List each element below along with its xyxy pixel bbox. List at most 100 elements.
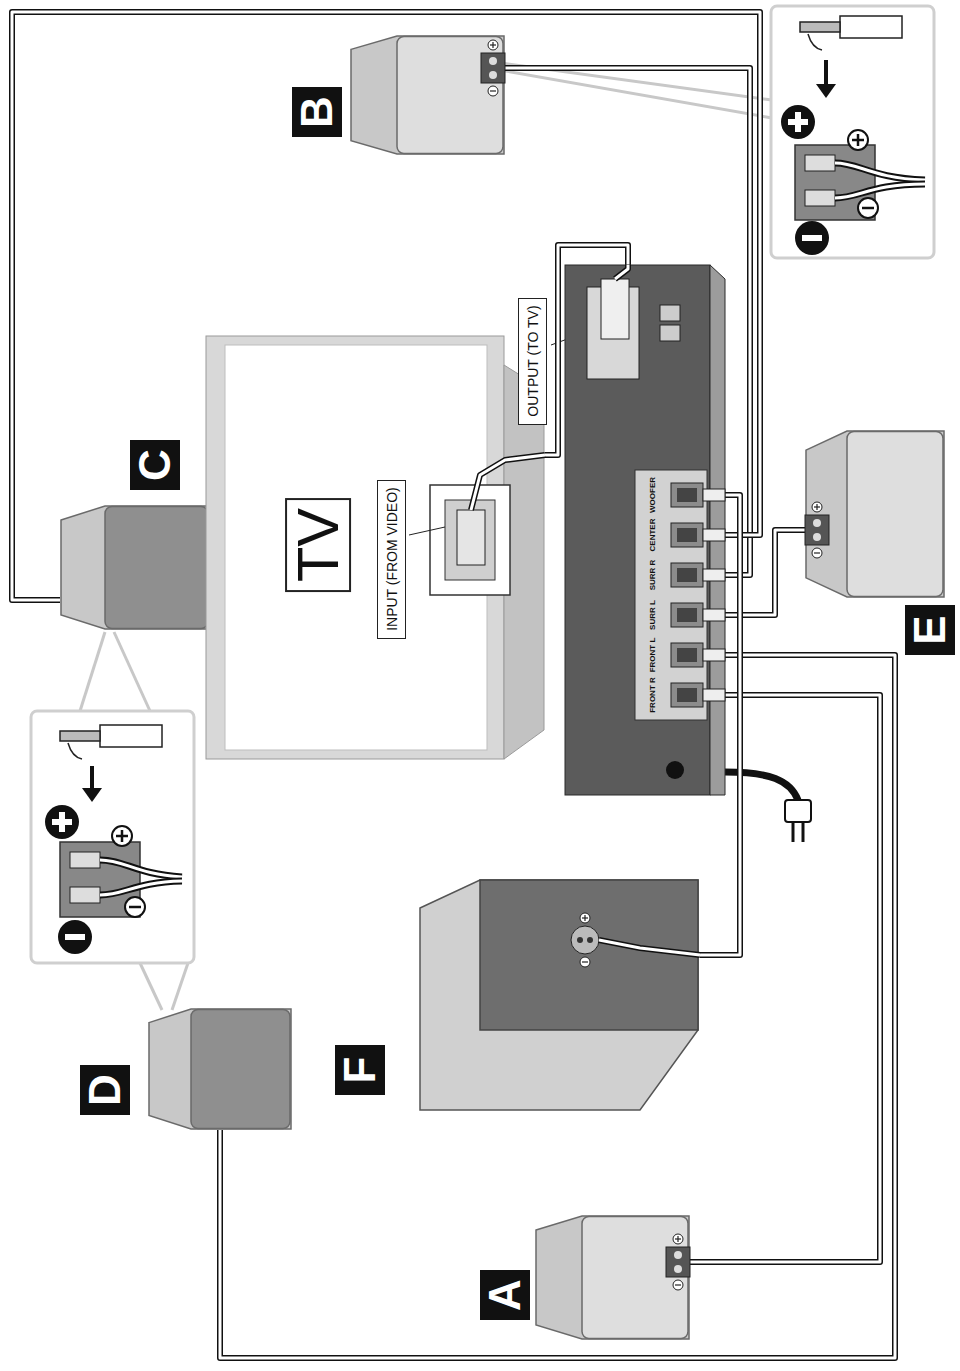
speaker-cable bbox=[100, 881, 182, 895]
terminal-slot bbox=[805, 190, 835, 206]
scart-cable bbox=[615, 265, 628, 279]
speaker-wire bbox=[599, 940, 700, 955]
minus-symbol bbox=[795, 221, 829, 255]
tv-set: TV INPUT (FROM VIDEO) bbox=[205, 335, 545, 760]
minus-mark bbox=[812, 548, 822, 558]
power-plug bbox=[785, 800, 811, 822]
scart-plug bbox=[457, 510, 485, 565]
down-arrow-head bbox=[816, 84, 836, 98]
callout-frame bbox=[771, 6, 934, 258]
plus-mark bbox=[812, 502, 822, 512]
speaker-drawing bbox=[60, 505, 210, 630]
antenna-terminal bbox=[660, 305, 680, 321]
minus-symbol bbox=[58, 920, 92, 954]
text-holder: TV bbox=[285, 498, 351, 592]
terminal-label: SURR L bbox=[649, 600, 657, 630]
speaker-terminal bbox=[677, 488, 697, 502]
receiver-drawing bbox=[565, 265, 725, 795]
terminal-plate bbox=[805, 515, 829, 545]
callout-leader bbox=[172, 963, 188, 1010]
terminal-socket bbox=[813, 519, 821, 527]
plus-symbol bbox=[121, 830, 124, 842]
plus-mark bbox=[488, 40, 498, 50]
terminal-socket bbox=[674, 1265, 682, 1273]
minus-mark bbox=[675, 1284, 681, 1285]
speaker-side bbox=[149, 1009, 291, 1129]
antenna-terminal bbox=[660, 325, 680, 341]
wire-outline bbox=[220, 655, 895, 1358]
minus-mark bbox=[814, 552, 820, 553]
subwoofer-body bbox=[420, 880, 698, 1110]
cable-insulation bbox=[840, 16, 902, 38]
minus-mark bbox=[490, 90, 496, 91]
scart-panel bbox=[430, 485, 510, 595]
speaker-cable bbox=[835, 163, 925, 180]
terminal-socket bbox=[577, 937, 583, 943]
down-arrow-head bbox=[82, 788, 102, 802]
scart-socket bbox=[445, 500, 495, 580]
terminal-slot bbox=[805, 155, 835, 171]
text-holder: FRONT R bbox=[649, 677, 657, 713]
callout-box: INPUT (FROM VIDEO) bbox=[377, 480, 405, 640]
terminal-label: FRONT R bbox=[649, 677, 657, 713]
terminal-socket bbox=[587, 937, 593, 943]
plus-symbol bbox=[112, 826, 132, 846]
speaker-cable bbox=[100, 860, 182, 877]
speaker-terminal bbox=[671, 643, 703, 667]
power-socket bbox=[666, 761, 684, 779]
minus-symbol bbox=[802, 235, 822, 241]
surround-left-speaker: E bbox=[805, 430, 945, 598]
callout-label: INPUT (FROM VIDEO) bbox=[383, 488, 399, 632]
minus-mark bbox=[582, 961, 588, 962]
text-holder: WOOFER bbox=[649, 477, 657, 513]
speaker-cable bbox=[100, 881, 182, 895]
speaker-side bbox=[806, 431, 944, 597]
wire-plug bbox=[703, 649, 725, 661]
wire-plug bbox=[703, 569, 725, 581]
minus-symbol bbox=[862, 207, 874, 210]
plus-mark bbox=[677, 1236, 678, 1242]
scart-cable bbox=[471, 455, 545, 510]
wire-plug bbox=[703, 609, 725, 621]
front-left-speaker: D bbox=[148, 1008, 292, 1130]
text-holder: F bbox=[335, 1045, 385, 1095]
text-holder: INPUT (FROM VIDEO) bbox=[383, 488, 399, 632]
plus-symbol bbox=[857, 134, 860, 146]
speaker-terminal bbox=[677, 648, 697, 662]
speaker-drawing bbox=[535, 1215, 690, 1340]
callout-leader bbox=[80, 632, 105, 711]
terminal-slot bbox=[70, 887, 100, 903]
subwoofer-front bbox=[480, 880, 698, 1030]
callout-leader bbox=[500, 70, 772, 118]
twist-arrow bbox=[68, 743, 82, 759]
speaker-letter: A bbox=[480, 1270, 530, 1320]
speaker-letter: B bbox=[292, 87, 342, 137]
speaker-side bbox=[351, 36, 504, 154]
callout-label: OUTPUT (TO TV) bbox=[524, 306, 540, 417]
terminal-label: CENTER bbox=[649, 519, 657, 552]
terminal-label: WOOFER bbox=[649, 477, 657, 513]
terminal-strip bbox=[635, 470, 707, 720]
terminal-socket bbox=[813, 533, 821, 541]
speaker-letter: C bbox=[130, 440, 180, 490]
text-holder: SURR R bbox=[649, 560, 657, 591]
speaker-letter: F bbox=[335, 1045, 385, 1095]
terminal-plate bbox=[795, 145, 875, 220]
text-holder: E bbox=[905, 605, 955, 655]
tv-label: TV bbox=[285, 498, 351, 592]
speaker-cable bbox=[100, 860, 182, 877]
text-holder: SURR L bbox=[649, 600, 657, 630]
speaker-terminal bbox=[671, 683, 703, 707]
speaker-drawing bbox=[805, 430, 945, 598]
text-holder: FRONT L bbox=[649, 638, 657, 673]
speaker-terminal bbox=[677, 528, 697, 542]
terminal-plate bbox=[666, 1247, 690, 1277]
subwoofer: F bbox=[400, 878, 700, 1112]
terminal-socket bbox=[489, 71, 497, 79]
stripped-wire bbox=[800, 22, 840, 32]
plus-mark bbox=[580, 913, 590, 923]
speaker-drawing bbox=[350, 35, 505, 155]
minus-mark bbox=[580, 957, 590, 967]
plug-prong bbox=[802, 822, 805, 842]
